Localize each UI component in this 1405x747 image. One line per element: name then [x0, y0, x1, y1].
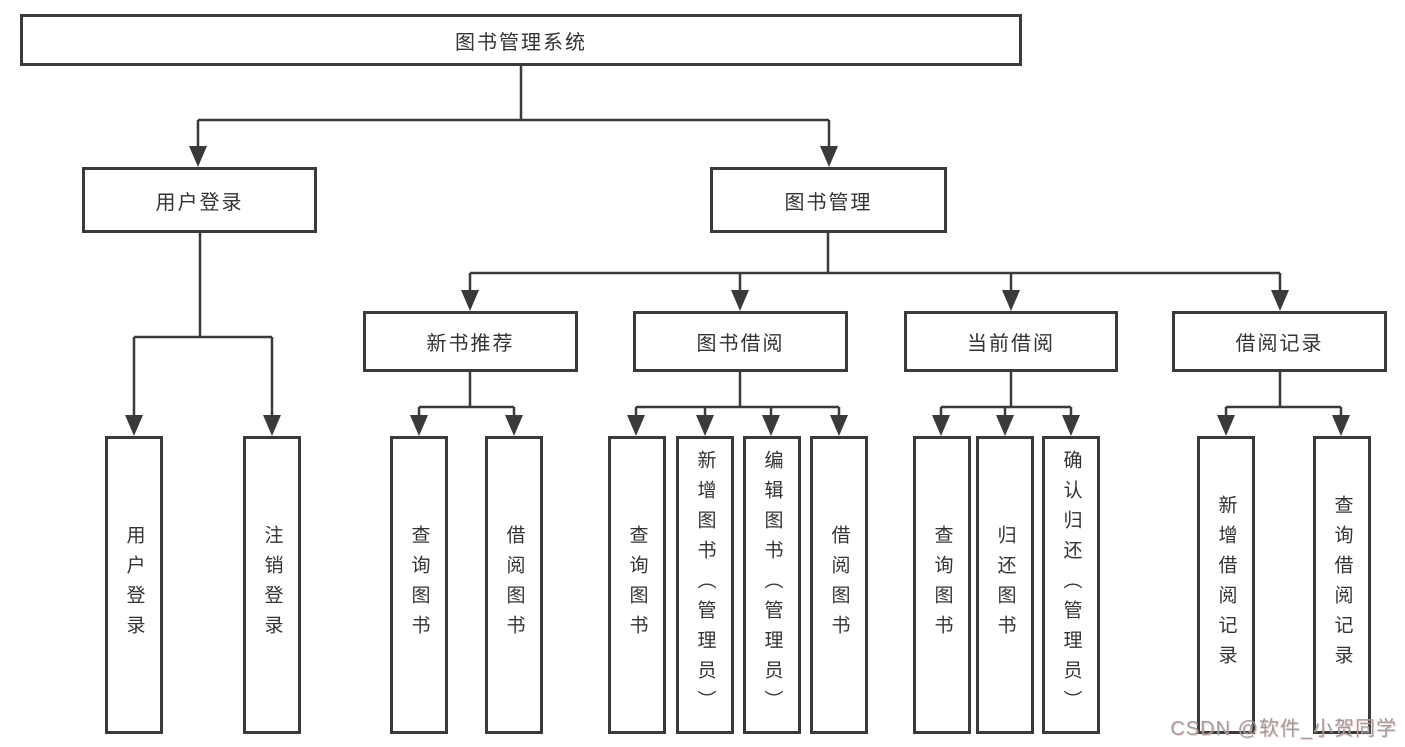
leaf-logout: 注销登录 — [243, 436, 301, 734]
node-book-borrowing: 图书借阅 — [633, 311, 848, 372]
arrow-down-icon — [762, 415, 780, 436]
leaf-cb-return-books: 归还图书 — [976, 436, 1034, 734]
node-current-borrowing: 当前借阅 — [904, 311, 1118, 372]
arrow-down-icon — [1217, 415, 1235, 436]
arrow-down-icon — [461, 290, 479, 311]
node-borrowing-records: 借阅记录 — [1172, 311, 1387, 372]
node-book-management: 图书管理 — [710, 167, 947, 233]
arrow-down-icon — [996, 415, 1014, 436]
arrow-down-icon — [125, 415, 143, 436]
leaf-bb-edit-books-admin: 编辑图书（管理员） — [743, 436, 801, 734]
leaf-cb-confirm-return-admin: 确认归还（管理员） — [1042, 436, 1100, 734]
arrow-down-icon — [830, 415, 848, 436]
leaf-nbr-query-books: 查询图书 — [390, 436, 448, 734]
node-new-book-recommend: 新书推荐 — [363, 311, 578, 372]
arrow-down-icon — [820, 146, 838, 167]
node-user-login-group: 用户登录 — [82, 167, 317, 233]
arrow-down-icon — [1271, 290, 1289, 311]
node-root: 图书管理系统 — [20, 14, 1022, 66]
arrow-down-icon — [1002, 290, 1020, 311]
leaf-user-login: 用户登录 — [105, 436, 163, 734]
leaf-br-add-record: 新增借阅记录 — [1197, 436, 1255, 734]
leaf-nbr-borrow-books: 借阅图书 — [485, 436, 543, 734]
arrow-down-icon — [505, 415, 523, 436]
arrow-down-icon — [410, 415, 428, 436]
arrow-down-icon — [932, 415, 950, 436]
leaf-cb-query-books: 查询图书 — [913, 436, 971, 734]
leaf-bb-query-books: 查询图书 — [608, 436, 666, 734]
arrow-down-icon — [1332, 415, 1350, 436]
arrow-down-icon — [263, 415, 281, 436]
arrow-down-icon — [189, 146, 207, 167]
arrowheads — [125, 146, 1350, 436]
leaf-bb-add-books-admin: 新增图书（管理员） — [676, 436, 734, 734]
arrow-down-icon — [627, 415, 645, 436]
leaf-br-query-record: 查询借阅记录 — [1313, 436, 1371, 734]
tree-edges — [132, 66, 1343, 416]
arrow-down-icon — [696, 415, 714, 436]
arrow-down-icon — [1062, 415, 1080, 436]
arrow-down-icon — [731, 290, 749, 311]
leaf-bb-borrow-books: 借阅图书 — [810, 436, 868, 734]
csdn-watermark: CSDN @软件_小贺同学 — [1170, 718, 1397, 740]
